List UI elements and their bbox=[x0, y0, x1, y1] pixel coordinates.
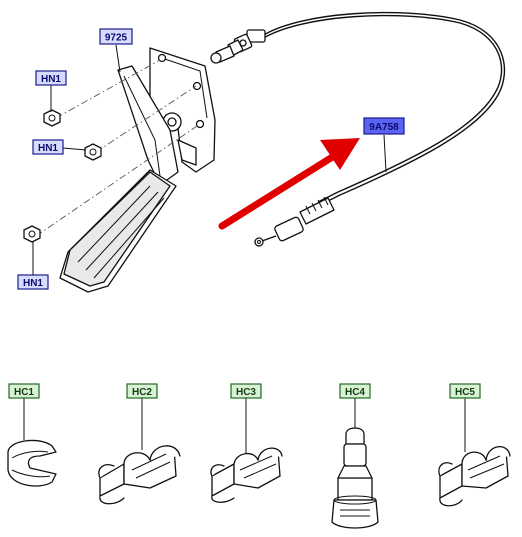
label-hn1-mid: HN1 bbox=[32, 139, 64, 155]
clip-hc2 bbox=[98, 445, 181, 505]
label-9725: 9725 bbox=[99, 28, 133, 45]
nut-bottom bbox=[23, 225, 41, 243]
svg-text:HC1: HC1 bbox=[14, 387, 34, 398]
clip-hc3 bbox=[210, 447, 283, 503]
nut-mid bbox=[84, 143, 102, 161]
label-hc1: HC1 bbox=[8, 383, 40, 399]
accelerator-pedal-assembly bbox=[59, 47, 216, 293]
label-hn1-bottom: HN1 bbox=[17, 274, 49, 290]
leader-9725 bbox=[115, 44, 121, 73]
clip-hc4 bbox=[331, 427, 379, 529]
leader-hn1-mid bbox=[62, 147, 87, 151]
alignment-line-top bbox=[55, 59, 161, 119]
label-9A758: 9A758 bbox=[363, 117, 405, 135]
alignment-line-bottom bbox=[35, 123, 201, 237]
label-hc3: HC3 bbox=[230, 383, 262, 399]
svg-text:HN1: HN1 bbox=[23, 278, 43, 289]
leader-9A758 bbox=[383, 134, 387, 173]
alignment-line-mid bbox=[95, 85, 197, 153]
label-hn1-top: HN1 bbox=[35, 70, 67, 86]
label-hc5: HC5 bbox=[449, 383, 481, 399]
svg-text:HN1: HN1 bbox=[38, 143, 58, 154]
accelerator-cable bbox=[210, 11, 506, 247]
svg-text:HC5: HC5 bbox=[455, 387, 475, 398]
clip-hc1 bbox=[7, 439, 57, 487]
label-hc4: HC4 bbox=[339, 383, 371, 399]
svg-text:HC4: HC4 bbox=[345, 387, 365, 398]
svg-text:9A758: 9A758 bbox=[369, 122, 399, 133]
red-arrow bbox=[218, 138, 360, 230]
svg-text:HN1: HN1 bbox=[41, 74, 61, 85]
nut-top bbox=[43, 109, 61, 127]
label-hc2: HC2 bbox=[126, 383, 158, 399]
svg-text:9725: 9725 bbox=[105, 33, 128, 44]
clip-hc5 bbox=[438, 446, 511, 507]
svg-text:HC2: HC2 bbox=[132, 387, 152, 398]
svg-text:HC3: HC3 bbox=[236, 387, 256, 398]
